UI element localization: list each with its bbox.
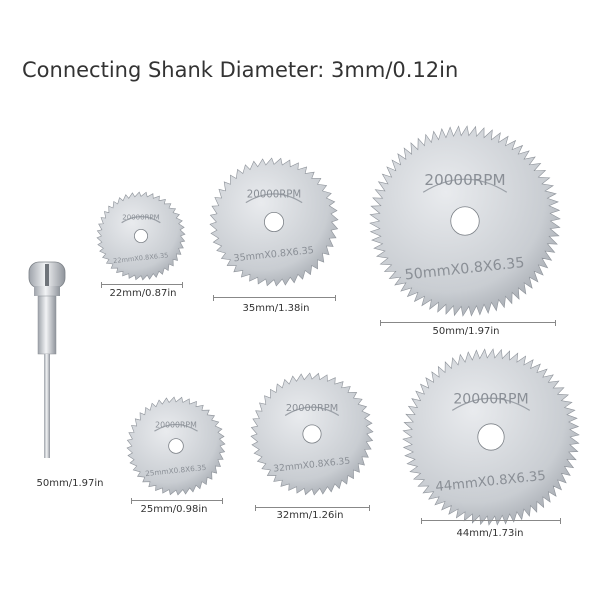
- rpm-stamp: 20000RPM: [155, 420, 197, 429]
- blade-size-label: 25mm/0.98in: [140, 504, 208, 515]
- arbor-hole: [477, 423, 505, 451]
- page-title: Connecting Shank Diameter: 3mm/0.12in: [22, 58, 459, 82]
- rpm-stamp: 20000RPM: [424, 171, 505, 189]
- dimension-line: [421, 518, 561, 524]
- blade-size-label: 44mm/1.73in: [456, 528, 524, 539]
- rpm-stamp: 20000RPM: [453, 392, 528, 408]
- blade-size-label: 50mm/1.97in: [432, 326, 500, 337]
- stamp-arc: [422, 178, 508, 193]
- stamp-arc: [121, 216, 161, 224]
- stamp-arc: [451, 397, 531, 411]
- dimension-line: [213, 295, 336, 301]
- arbor-hole: [168, 438, 184, 454]
- rpm-stamp: 20000RPM: [122, 213, 159, 221]
- dimension-line: [131, 498, 223, 504]
- arbor-hole: [302, 424, 322, 444]
- stamp-arc: [284, 406, 340, 417]
- arbor-hole: [264, 212, 285, 233]
- blade-size-label: 35mm/1.38in: [242, 303, 310, 314]
- dimension-line: [101, 282, 183, 288]
- mandrel-shank: [22, 258, 72, 458]
- rpm-stamp: 20000RPM: [247, 190, 301, 201]
- dimension-line: [380, 320, 556, 326]
- blade-size-label: 32mm/1.26in: [276, 510, 344, 521]
- stamp-arc: [154, 423, 198, 432]
- dimension-line: [255, 505, 370, 511]
- arbor-hole: [450, 206, 480, 236]
- shank-length-label: 50mm/1.97in: [36, 478, 104, 489]
- arbor-hole: [134, 229, 149, 244]
- stamp-arc: [245, 193, 303, 204]
- blade-size-label: 22mm/0.87in: [109, 288, 177, 299]
- rpm-stamp: 20000RPM: [286, 403, 338, 414]
